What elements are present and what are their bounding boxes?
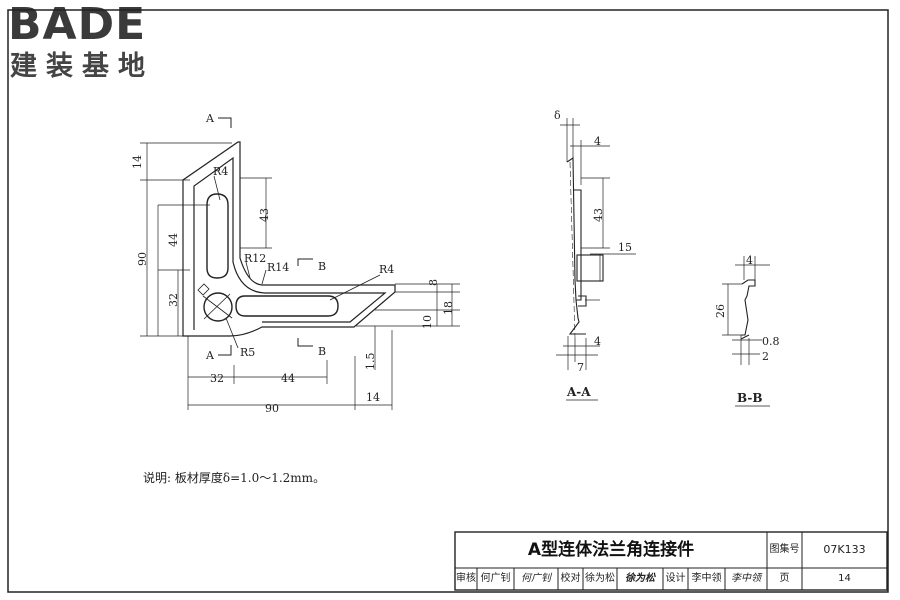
- dim-right-10: 10: [421, 315, 434, 329]
- dim-width-32: 32: [210, 372, 224, 385]
- vertical-slot: [206, 193, 229, 279]
- section-bb-dims: [722, 256, 770, 407]
- dim-height-44: 44: [167, 233, 180, 247]
- sheet-border: [7, 9, 889, 593]
- title-block: A型连体法兰角连接件 图集号 07K133 审核 何广钊 何广钊 校对 徐为松 …: [455, 532, 887, 590]
- atlas-number: 07K133: [823, 543, 866, 556]
- dim-height-90: 90: [136, 252, 149, 266]
- section-cut-marks: [218, 117, 313, 356]
- section-bb-profile: [741, 279, 756, 336]
- review-label: 审核: [456, 573, 476, 584]
- radius-r4-right: R4: [379, 263, 394, 276]
- dim-right-8: 8: [427, 279, 440, 286]
- section-bb-label: B-B: [737, 391, 763, 405]
- section-mark-b-top: B: [318, 260, 326, 273]
- dim-width-90: 90: [265, 402, 279, 415]
- front-view: [182, 141, 396, 337]
- section-aa-dim-43: 43: [592, 208, 605, 222]
- atlas-label: 图集号: [769, 544, 800, 555]
- dim-width-44: 44: [281, 372, 295, 385]
- section-aa-delta: δ: [554, 109, 561, 122]
- logo-tagline: 建装基地: [10, 51, 154, 82]
- radius-r5: R5: [240, 346, 255, 359]
- radius-r12: R12: [244, 252, 266, 265]
- radius-r14: R14: [267, 261, 289, 274]
- radius-r4-left: R4: [213, 165, 228, 178]
- title-block-lines: [454, 531, 888, 591]
- section-bb-view: [740, 279, 756, 340]
- bade-logo: BADE 建装基地: [8, 2, 178, 86]
- section-aa-dim-4-top: 4: [594, 135, 601, 148]
- front-dimension-lines: [140, 142, 460, 410]
- checker-signature: 徐为松: [625, 573, 655, 584]
- dim-right-18: 18: [442, 301, 455, 315]
- reviewer-signature: 何广钊: [521, 573, 551, 584]
- section-bb-dim-0-8: 0.8: [762, 335, 780, 348]
- section-bb-dim-2: 2: [762, 350, 769, 363]
- material-note: 说明: 板材厚度δ=1.0～1.2mm。: [143, 471, 326, 485]
- page-label: 页: [779, 573, 790, 584]
- reviewer-name: 何广钊: [480, 573, 511, 584]
- section-mark-a-top: A: [205, 112, 215, 125]
- section-aa-dim-15: 15: [618, 241, 632, 254]
- dim-1-5: 1.5: [364, 353, 377, 371]
- page-number: 14: [838, 573, 851, 584]
- section-aa-profile: [566, 156, 586, 335]
- radius-leaders: [213, 175, 381, 349]
- dim-width-14: 14: [366, 391, 380, 404]
- design-label: 设计: [665, 573, 686, 584]
- check-label: 校对: [560, 573, 581, 584]
- horizontal-slot: [235, 295, 339, 317]
- section-aa-label: A-A: [566, 385, 591, 399]
- designer-signature: 李中领: [731, 573, 761, 584]
- drawing-title: A型连体法兰角连接件: [527, 540, 695, 560]
- section-aa-view: [566, 156, 604, 339]
- section-mark-b-bottom: B: [318, 345, 326, 358]
- designer-name: 李中领: [691, 573, 722, 584]
- part-outline: [182, 141, 396, 337]
- checker-name: 徐为松: [585, 573, 615, 584]
- dim-top-14: 14: [131, 155, 144, 169]
- section-aa-dim-7: 7: [577, 361, 584, 374]
- part-inner-outline: [193, 156, 387, 330]
- dim-43: 43: [258, 208, 271, 222]
- section-bb-dim-26: 26: [714, 304, 727, 318]
- logo-brand: BADE: [8, 0, 147, 50]
- section-aa-dims: [556, 118, 636, 401]
- corner-hole: [203, 292, 233, 322]
- section-aa-dim-4-bottom: 4: [594, 335, 601, 348]
- dim-height-32: 32: [167, 293, 180, 307]
- section-bb-dim-4: 4: [746, 254, 753, 267]
- section-mark-a-bottom: A: [205, 349, 215, 362]
